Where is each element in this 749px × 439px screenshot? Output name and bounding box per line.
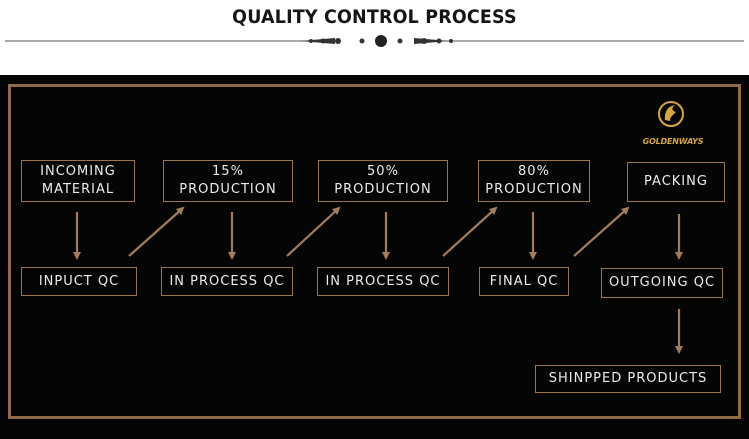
step-shipped-products: SHINPPED PRODUCTS — [535, 365, 721, 393]
step-final-qc: FINAL QC — [479, 267, 569, 296]
panel-frame — [8, 84, 741, 419]
step-production-50: 50% PRODUCTION — [318, 160, 448, 202]
arrow-inprocess-2-to-80 — [442, 206, 498, 257]
step-in-process-qc-1: IN PROCESS QC — [161, 267, 293, 296]
page-header: QUALITY CONTROL PROCESS — [0, 0, 749, 60]
step-in-process-qc-2: IN PROCESS QC — [317, 267, 449, 296]
process-panel — [0, 75, 749, 439]
logo-text: GOLDENWAYS — [642, 137, 704, 146]
step-production-80: 80% PRODUCTION — [478, 160, 590, 202]
step-packing: PACKING — [627, 162, 725, 202]
step-incoming-material: INCOMING MATERIAL — [21, 160, 135, 202]
arrow-input-qc-to-15 — [128, 206, 185, 257]
arrow-inprocess-1-to-50 — [286, 206, 341, 257]
step-outgoing-qc: OUTGOING QC — [601, 268, 723, 298]
step-production-15: 15% PRODUCTION — [163, 160, 293, 202]
step-input-qc: INPUCT QC — [21, 267, 137, 296]
page-title: QUALITY CONTROL PROCESS — [232, 6, 517, 28]
title-divider — [5, 35, 744, 47]
arrow-final-qc-to-packing — [573, 206, 630, 257]
